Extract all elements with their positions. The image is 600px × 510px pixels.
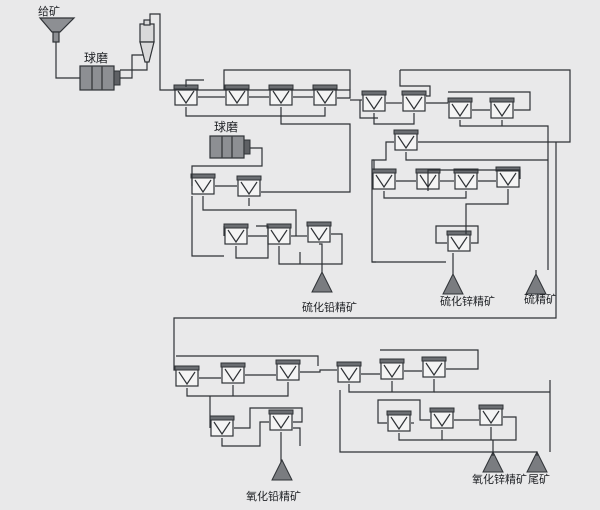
- cyclone: [139, 19, 155, 63]
- flotation-cell: [224, 84, 250, 106]
- tailings-label: 尾矿: [528, 473, 550, 486]
- ball-mill-label-regrind: 球磨: [214, 120, 238, 134]
- zinc-sulfide-concentrate-label: 硫化锌精矿: [440, 294, 495, 308]
- lead-oxide-concentrate-cone: [271, 459, 293, 481]
- flotation-cell: [174, 365, 200, 387]
- feed-label: 给矿: [38, 5, 60, 18]
- flotation-cell: [453, 168, 479, 190]
- flotation-cell: [489, 97, 515, 119]
- flotation-cell: [236, 175, 262, 197]
- ball-mill-label-primary: 球磨: [84, 51, 108, 65]
- flotation-cell: [379, 358, 405, 380]
- flotation-cell: [371, 168, 397, 190]
- zinc-sulfide-concentrate-cone: [442, 273, 464, 295]
- lead-sulfide-lines: [174, 69, 351, 272]
- flotation-cell: [386, 410, 412, 432]
- feed-hopper: [38, 17, 76, 43]
- lead-sulfide-rougher-row: [173, 84, 338, 106]
- ball-mill-primary: [79, 65, 121, 91]
- flotation-cell: [447, 97, 473, 119]
- flotation-cell: [421, 356, 447, 378]
- flotation-cell: [336, 361, 362, 383]
- lead-oxide-row-top: [174, 359, 301, 387]
- lead-sulfide-concentrate-cone: [311, 271, 333, 293]
- grinding-lines: [55, 13, 176, 91]
- zinc-oxide-row-bottom: [386, 404, 504, 432]
- lead-sulfide-cleaner-row-2: [223, 221, 332, 245]
- flotation-cell: [173, 84, 199, 106]
- zinc-oxide-concentrate-label: 氧化锌精矿: [472, 472, 527, 486]
- sulfur-concentrate-cone: [525, 273, 547, 295]
- flotation-cell: [268, 84, 294, 106]
- zinc-sulfide-cleaner-cell: [446, 230, 472, 252]
- zinc-sulfide-scavenger-cell: [393, 129, 419, 151]
- flotation-cell: [306, 221, 332, 243]
- flotation-cell: [312, 84, 338, 106]
- flotation-cell: [275, 359, 301, 381]
- flotation-cell: [361, 90, 387, 112]
- lead-oxide-concentrate-label: 氧化铅精矿: [246, 489, 301, 503]
- zinc-oxide-lines: [330, 349, 551, 456]
- flotation-cell: [268, 409, 294, 431]
- zinc-oxide-row-top: [336, 356, 447, 383]
- lead-oxide-lines: [176, 355, 330, 462]
- lead-sulfide-cleaner-row-1: [190, 173, 262, 197]
- sulfur-concentrate-label: 硫精矿: [524, 292, 557, 306]
- flotation-cell: [429, 407, 455, 429]
- flotation-cell: [266, 223, 292, 245]
- flotation-cell: [223, 223, 249, 245]
- flotation-cell: [220, 362, 246, 384]
- flotation-cell: [478, 404, 504, 426]
- flotation-cell: [209, 415, 235, 437]
- lead-sulfide-concentrate-label: 硫化铅精矿: [302, 300, 357, 314]
- zinc-sulfide-lines: [350, 69, 571, 274]
- flotation-cell: [190, 173, 216, 195]
- ball-mill-regrind: [209, 135, 251, 159]
- flotation-cell: [401, 90, 427, 112]
- zinc-sulfide-row-top: [361, 90, 515, 119]
